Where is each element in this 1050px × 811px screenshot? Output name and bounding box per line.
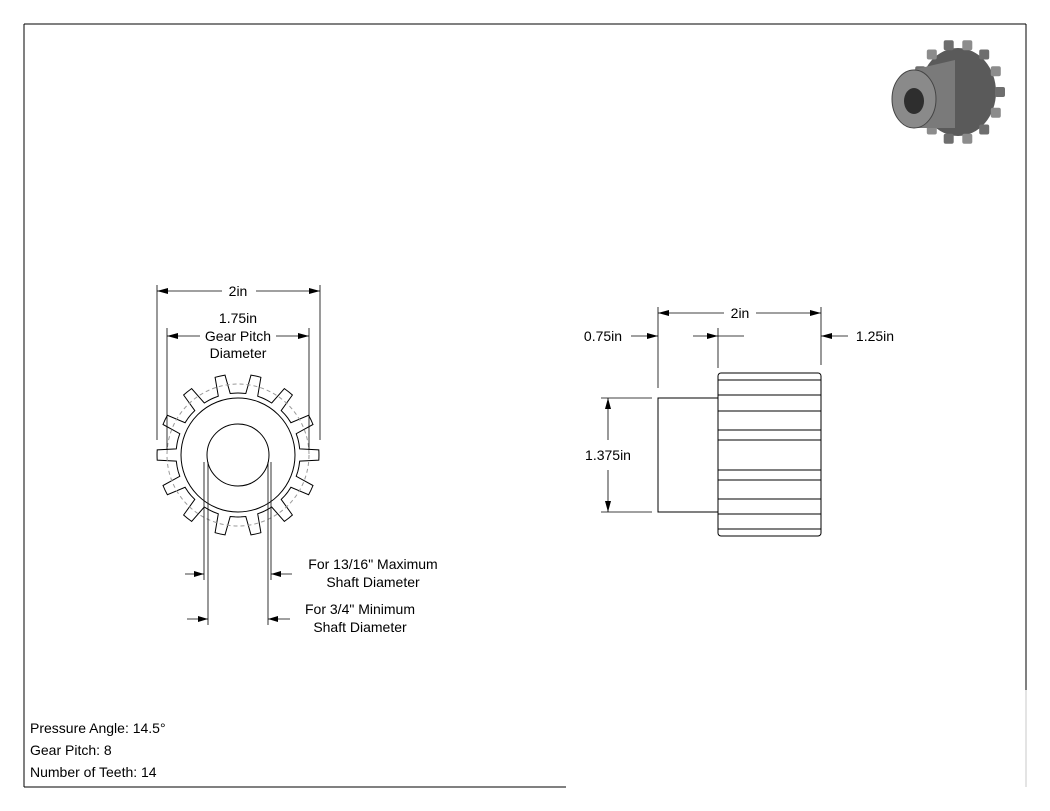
hub-diameter-dimension: 1.375in	[585, 397, 652, 513]
bore-circle	[206, 423, 270, 487]
hub-body	[657, 397, 719, 513]
iso-tooth	[943, 133, 954, 144]
teeth-count-text: Number of Teeth: 14	[30, 764, 157, 780]
gear-specifications: Pressure Angle: 14.5° Gear Pitch: 8 Numb…	[30, 717, 166, 783]
front-view: 2in 1.75in Gear Pitch Diameter For 13/16…	[156, 283, 438, 635]
pitch-diameter-value: 1.75in	[219, 310, 257, 326]
pitch-diameter-dimension: 1.75in Gear Pitch Diameter	[166, 310, 310, 450]
hub-circle	[180, 397, 296, 513]
shaft-min-label-line1: For 3/4" Minimum	[305, 601, 415, 617]
iso-tooth	[943, 40, 954, 51]
tooth-lines	[718, 379, 821, 530]
shaft-max-label-line2: Shaft Diameter	[326, 574, 420, 590]
iso-tooth	[962, 133, 973, 144]
gear-face	[717, 372, 822, 537]
total-length-dimension: 2in	[657, 305, 822, 388]
outer-diameter-dimension: 2in	[156, 283, 321, 440]
hub-length-label: 0.75in	[584, 328, 622, 344]
shaft-max-dimension: For 13/16" Maximum Shaft Diameter	[185, 462, 438, 590]
shaft-min-label-line2: Shaft Diameter	[313, 619, 407, 635]
total-length-label: 2in	[731, 305, 750, 321]
iso-tooth	[962, 40, 973, 51]
hub-diameter-label: 1.375in	[585, 447, 631, 463]
iso-tooth	[990, 107, 1001, 118]
sheet-border	[23, 23, 1027, 788]
gear-pitch-text: Gear Pitch: 8	[30, 742, 112, 758]
shaft-max-label-line1: For 13/16" Maximum	[308, 556, 437, 572]
outer-diameter-label: 2in	[229, 283, 248, 299]
gear-tooth-profile	[156, 374, 320, 536]
pitch-diameter-label-line2: Diameter	[210, 345, 267, 361]
pitch-diameter-label-line1: Gear Pitch	[205, 328, 271, 344]
iso-tooth	[979, 49, 990, 60]
iso-tooth	[995, 87, 1005, 97]
pressure-angle-text: Pressure Angle: 14.5°	[30, 720, 166, 736]
hub-length-dimension: 0.75in	[584, 328, 744, 368]
face-width-dimension: 1.25in	[821, 328, 894, 344]
iso-tooth	[979, 124, 990, 135]
side-view: 2in 0.75in 1.25in 1.375in	[584, 305, 894, 537]
iso-tooth	[926, 49, 937, 60]
pitch-circle	[166, 383, 310, 527]
isometric-gear-icon	[891, 40, 1005, 144]
iso-tooth	[990, 66, 1001, 77]
shaft-min-dimension: For 3/4" Minimum Shaft Diameter	[187, 462, 415, 635]
face-width-label: 1.25in	[856, 328, 894, 344]
